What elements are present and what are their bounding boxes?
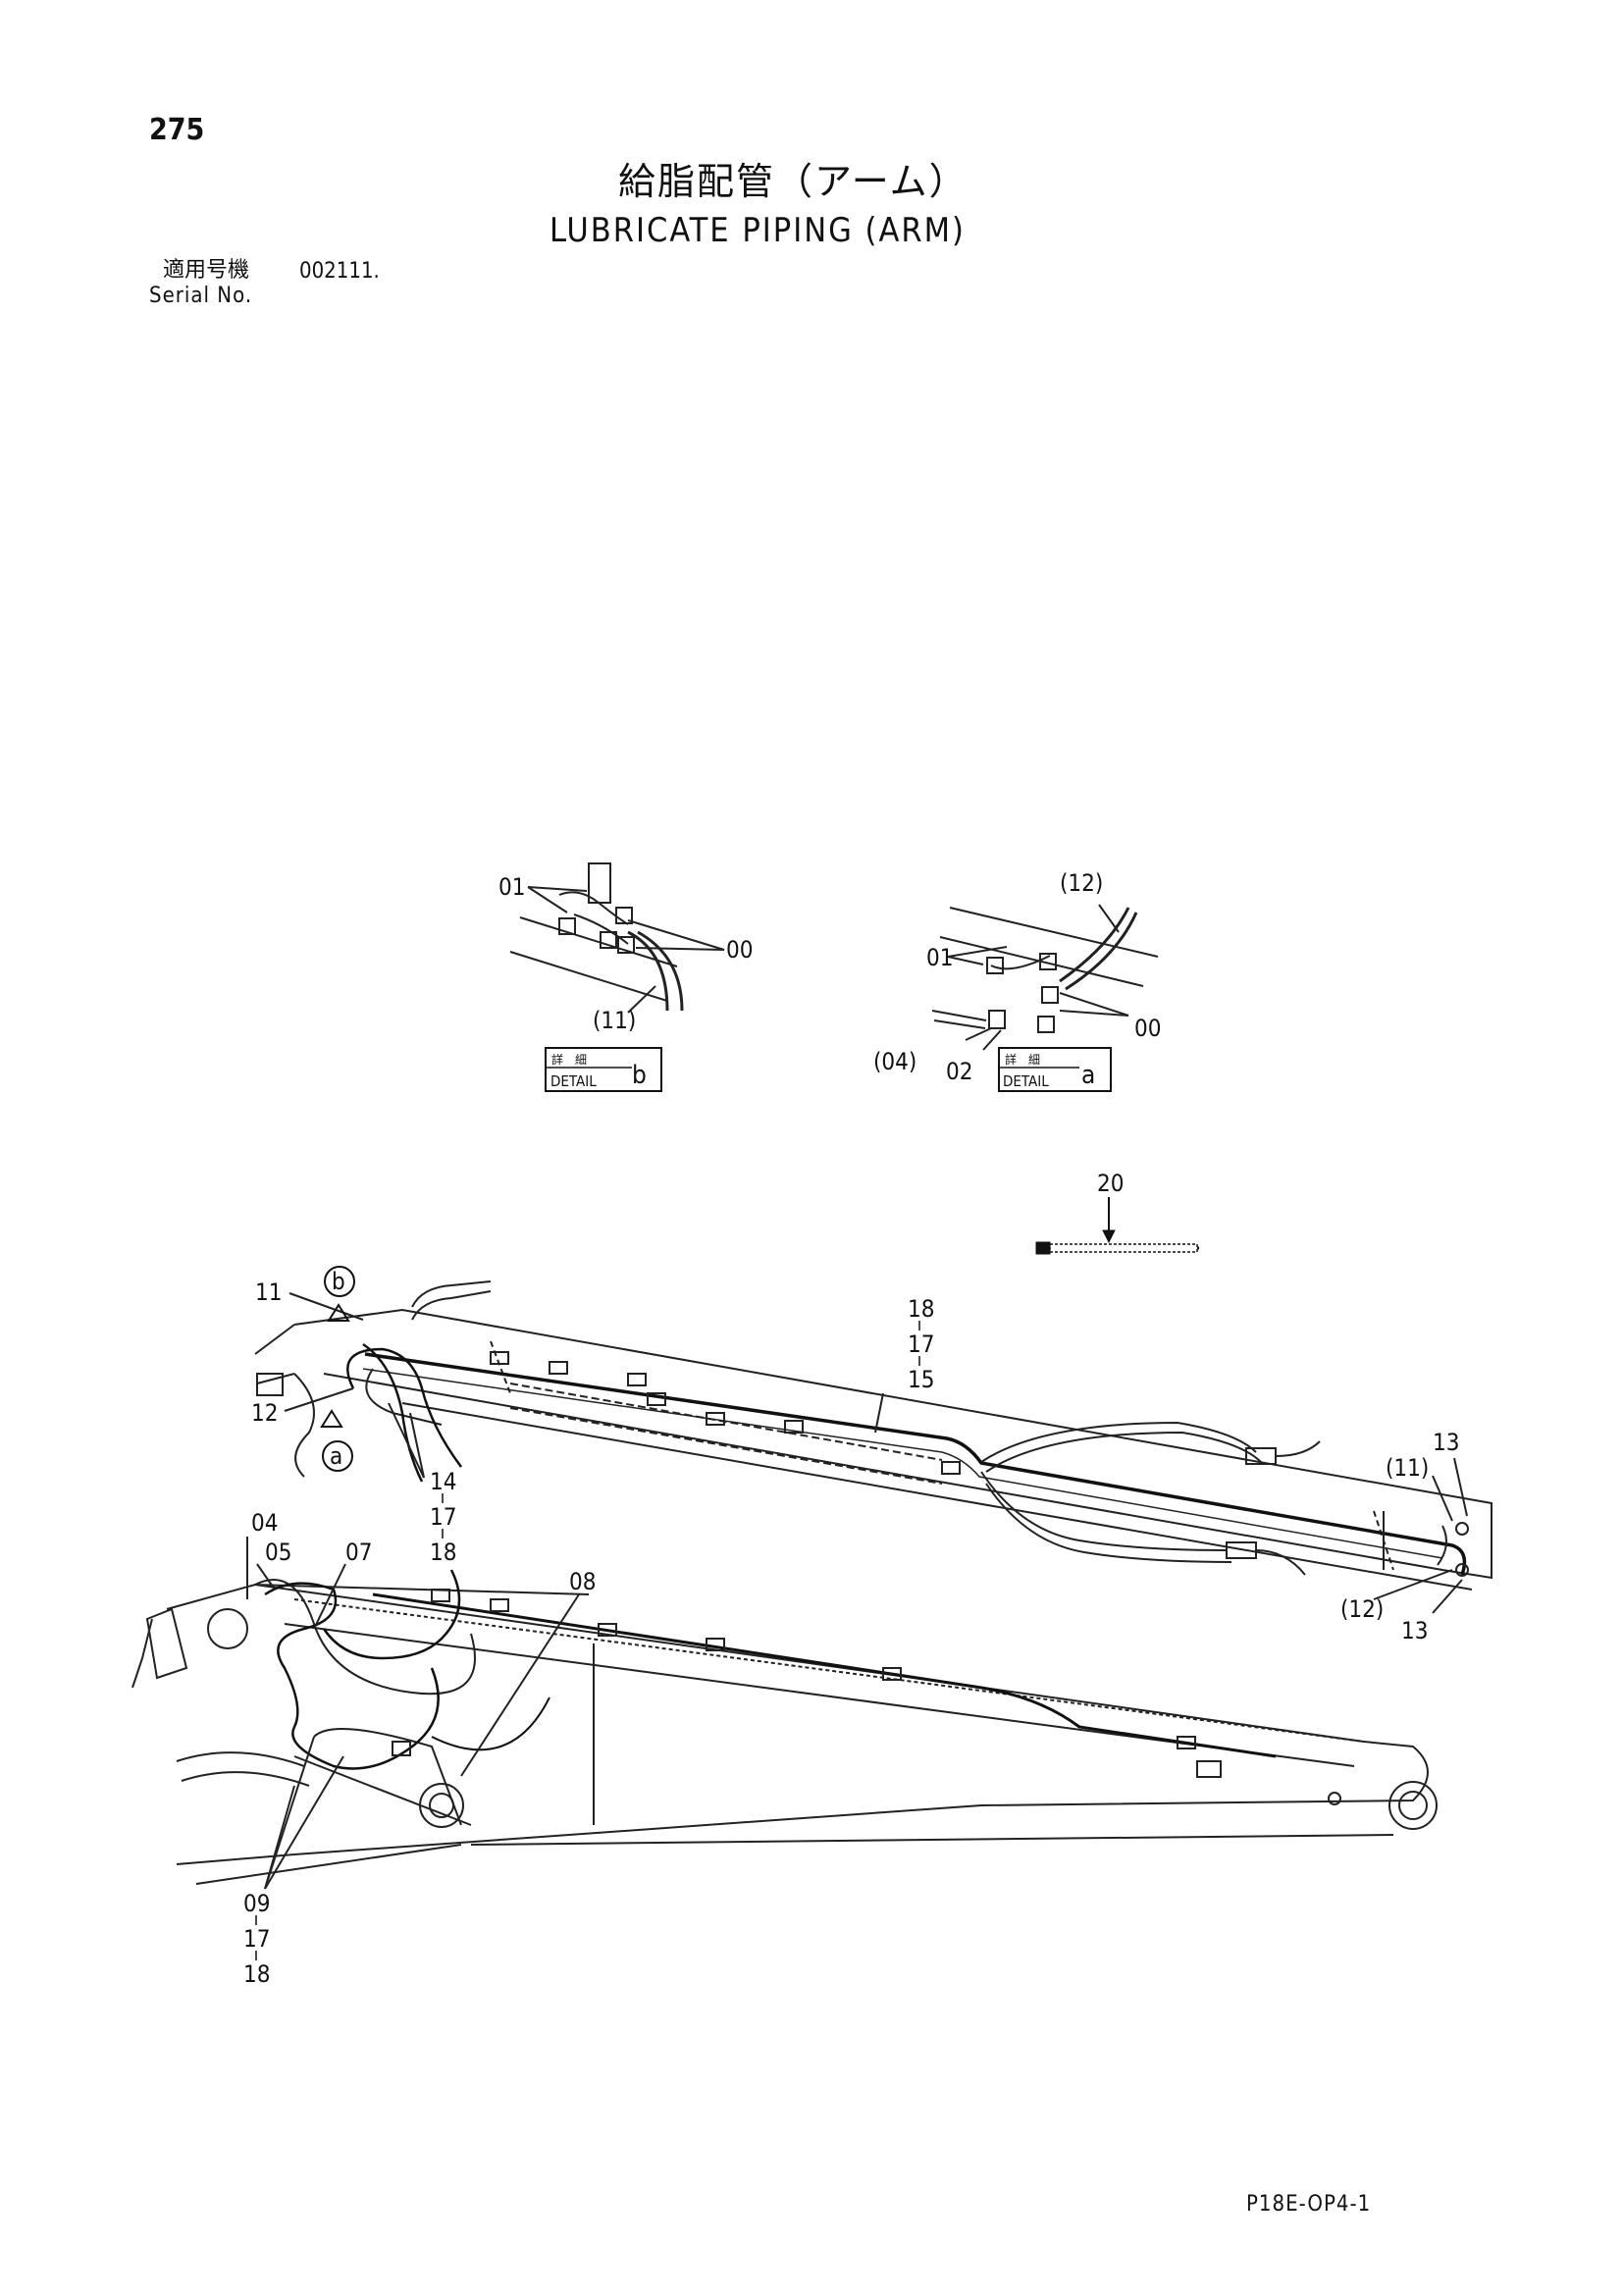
upper-stack-top-18: 18 [908,1295,934,1323]
upper-callout-12-right: (12) [1340,1595,1384,1623]
lower-callout-08: 08 [569,1568,596,1595]
upper-arm-marker-b: b [324,1266,355,1297]
upper-stack-bottom-17: 17 [430,1503,456,1531]
upper-stack-bottom-18: 18 [430,1539,456,1566]
upper-arm-assembly [254,1280,1492,1614]
detail-b-callout-01: 01 [498,873,525,901]
upper-stack-top-15: 15 [908,1366,934,1393]
detail-b-callout-11: (11) [593,1007,636,1034]
marker-b-letter: b [332,1268,345,1295]
detail-b-callout-00: 00 [726,936,753,964]
detail-a-label-en: DETAIL [1003,1072,1049,1090]
lower-callout-07: 07 [345,1539,372,1566]
upper-callout-11: 11 [255,1278,282,1306]
detail-a-callout-04: (04) [873,1048,916,1075]
serial-label-english: Serial No. [149,284,253,308]
page-number: 275 [149,113,205,147]
lower-arm-assembly [131,1537,1438,1890]
lower-stack-09: 09 [243,1890,270,1917]
lower-callout-05: 05 [265,1539,291,1566]
detail-b-drawing [509,862,725,1014]
detail-a-label-box: 詳 細 DETAIL a [998,1047,1112,1092]
detail-a-callout-01: 01 [926,944,953,971]
serial-number-value: 002111. [299,259,380,284]
detail-a-drawing [931,904,1159,1051]
page-title-english: LUBRICATE PIPING (ARM) [550,211,966,250]
detail-b-label-box: 詳 細 DETAIL b [545,1047,662,1092]
lower-stack-18: 18 [243,1960,270,1988]
page-title-japanese: 給脂配管（アーム） [618,160,969,203]
page-code: P18E-OP4-1 [1246,2192,1372,2217]
upper-callout-13-bottom: 13 [1401,1617,1428,1644]
detail-a-callout-00: 00 [1134,1015,1161,1042]
detail-b-letter: b [632,1061,647,1090]
upper-arm-marker-a: a [322,1440,353,1472]
upper-callout-11-right: (11) [1386,1454,1429,1482]
lower-stack-17: 17 [243,1925,270,1953]
cable-tie-callout: 20 [1097,1170,1124,1197]
cable-tie-part [1035,1197,1199,1255]
detail-a-letter: a [1081,1061,1095,1090]
upper-callout-12: 12 [251,1399,278,1427]
detail-a-label-jp: 詳 細 [1005,1052,1040,1067]
upper-callout-13-top: 13 [1433,1429,1459,1456]
marker-a-letter: a [330,1442,342,1470]
upper-stack-bottom-14: 14 [430,1468,456,1495]
upper-stack-top-17: 17 [908,1331,934,1358]
detail-a-callout-02: 02 [946,1058,972,1085]
serial-label-japanese: 適用号機 [163,258,250,283]
detail-b-label-en: DETAIL [550,1072,597,1090]
lower-callout-04: 04 [251,1509,278,1537]
detail-b-label-jp: 詳 細 [551,1052,587,1067]
detail-a-callout-12: (12) [1060,869,1103,897]
detail-pointer-icons [320,1303,350,1428]
